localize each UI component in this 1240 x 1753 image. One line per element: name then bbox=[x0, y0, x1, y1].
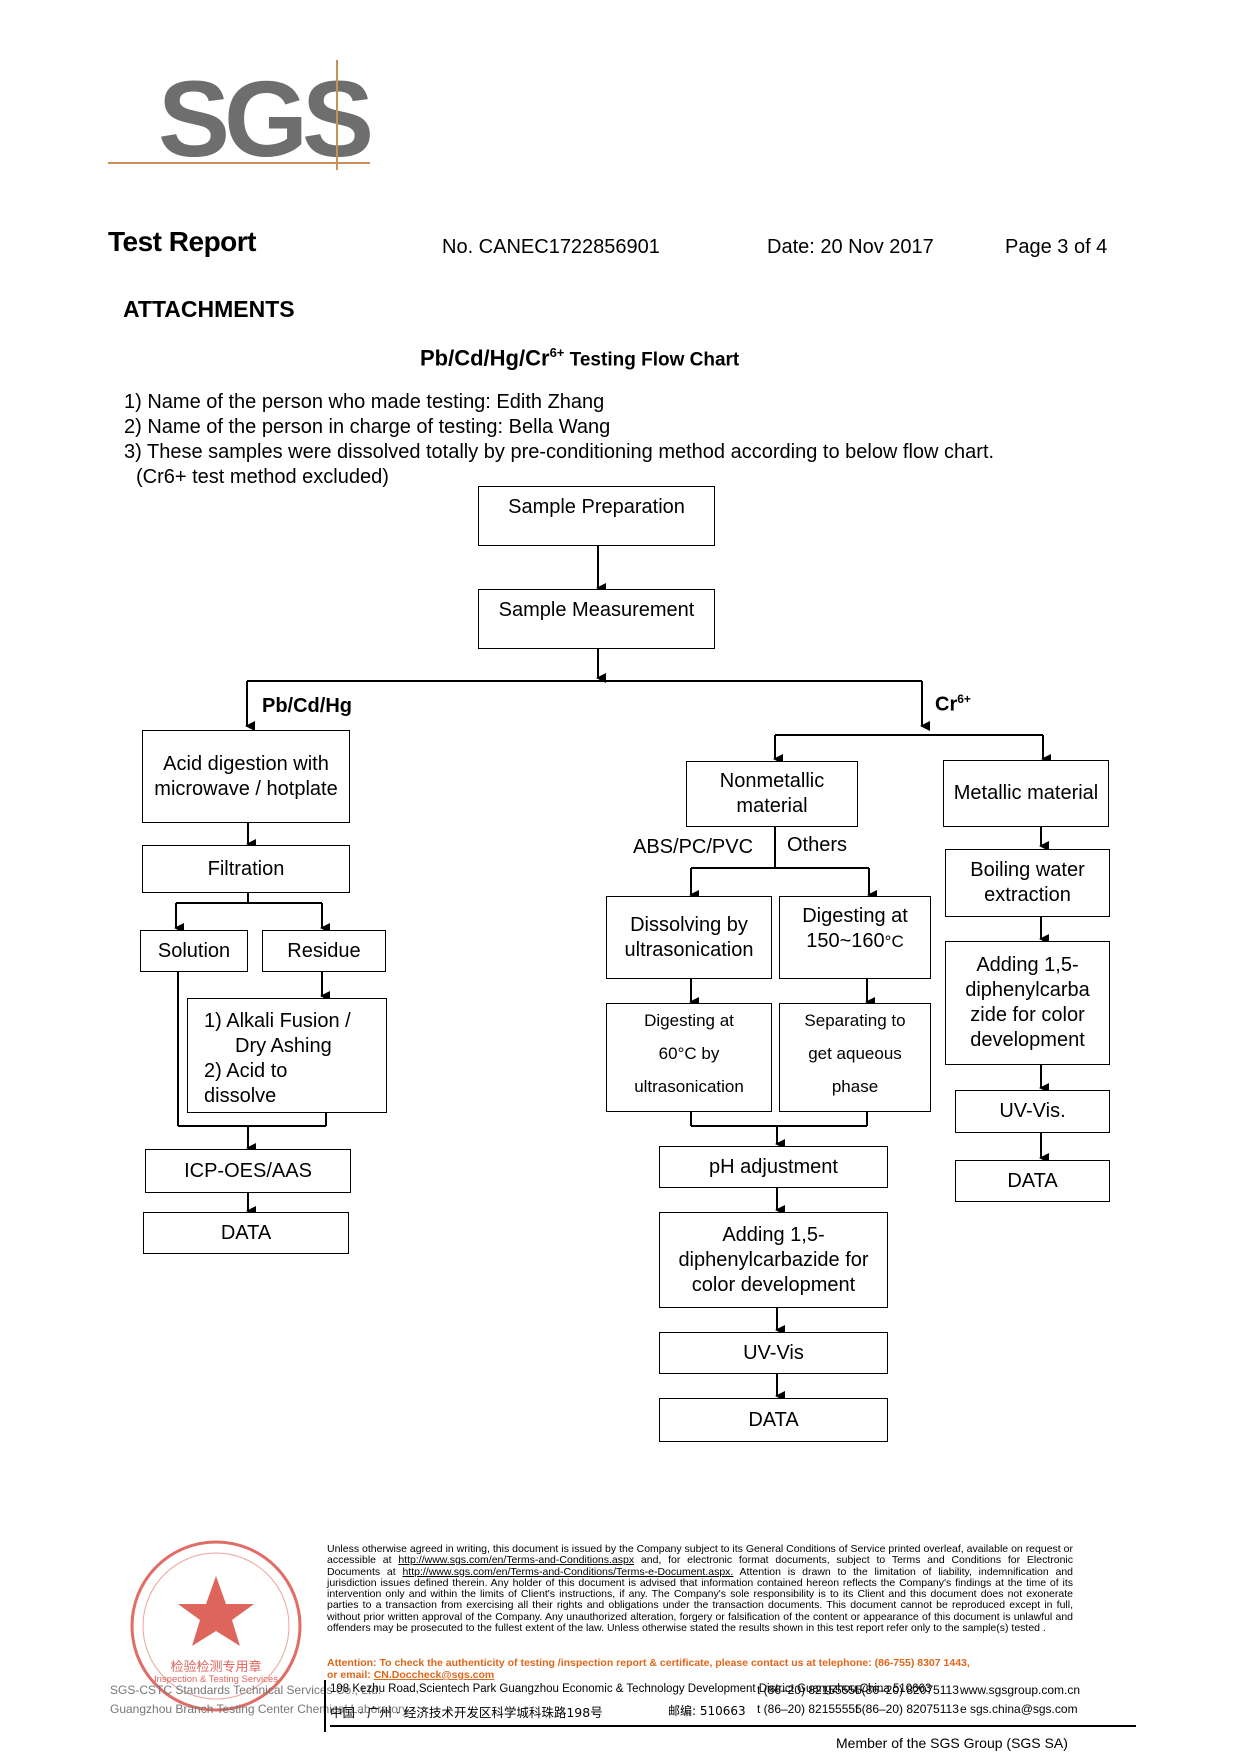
flow-chart-title-rest: Testing Flow Chart bbox=[564, 349, 740, 371]
report-title: Test Report bbox=[108, 226, 257, 257]
e-document-terms-link[interactable]: http://www.sgs.com/en/Terms-and-Conditio… bbox=[402, 1565, 734, 1578]
report-date: Date: 20 Nov 2017 bbox=[767, 236, 934, 258]
company-seal: 检验检测专用章 Inspection & Testing Services bbox=[128, 1538, 304, 1714]
data-right-box: DATA bbox=[955, 1160, 1110, 1202]
sample-measurement-box: Sample Measurement bbox=[478, 589, 715, 649]
logo-vertical-rule bbox=[336, 60, 338, 170]
separating-line-2: get aqueous bbox=[808, 1044, 902, 1063]
note-2: 2) Name of the person in charge of testi… bbox=[124, 416, 611, 438]
postcode-chinese: 邮编: 510663 bbox=[668, 1704, 746, 1718]
terms-link[interactable]: http://www.sgs.com/en/Terms-and-Conditio… bbox=[398, 1554, 635, 1567]
digesting-60-box: Digesting at 60°C by ultrasonication bbox=[606, 1003, 772, 1112]
footer-disclaimer: Unless otherwise agreed in writing, this… bbox=[327, 1543, 1074, 1635]
digesting-60-line-1: Digesting at bbox=[644, 1011, 734, 1030]
fax: f (86–20) 82075113 bbox=[855, 1683, 959, 1697]
uv-vis-middle-box: UV-Vis bbox=[659, 1332, 888, 1374]
address-english: 198 Kezhu Road,Scientech Park Guangzhou … bbox=[330, 1683, 932, 1695]
sgs-logo: SGS bbox=[108, 60, 374, 174]
alkali-fusion-line-2: Dry Ashing bbox=[235, 1035, 332, 1057]
seal-graphic bbox=[130, 1540, 302, 1712]
authenticity-attention: Attention: To check the authenticity of … bbox=[327, 1657, 970, 1669]
attachments-heading: ATTACHMENTS bbox=[123, 296, 295, 322]
seal-text-en: Inspection & Testing Services bbox=[154, 1674, 278, 1685]
boiling-water-extraction-box: Boiling water extraction bbox=[945, 849, 1110, 917]
solution-box: Solution bbox=[140, 930, 248, 972]
adding-diphenylcarbazide-right-box: Adding 1,5-diphenylcarba zide for color … bbox=[945, 941, 1110, 1065]
digesting-60-line-2: 60°C by bbox=[658, 1044, 720, 1063]
flow-chart-title-main: Pb/Cd/Hg/Cr bbox=[420, 345, 550, 371]
uv-vis-right-box: UV-Vis. bbox=[955, 1090, 1110, 1133]
sample-preparation-box: Sample Preparation bbox=[478, 486, 715, 546]
authenticity-email-line: or email: CN.Doccheck@sgs.com bbox=[327, 1669, 495, 1681]
report-number: No. CANEC1722856901 bbox=[442, 236, 660, 258]
nonmetallic-material-box: Nonmetallic material bbox=[686, 761, 858, 827]
branch-label-cr-text: Cr bbox=[935, 693, 958, 716]
digesting-150-line-2: 150~160°C bbox=[786, 929, 924, 954]
note-1: 1) Name of the person who made testing: … bbox=[124, 391, 605, 413]
sgs-logo-text: SGS bbox=[158, 58, 374, 179]
doccheck-email-link[interactable]: CN.Doccheck@sgs.com bbox=[373, 1669, 495, 1681]
separating-line-3: phase bbox=[831, 1077, 879, 1096]
disclaimer-part-2: and, for electronic format documents, su… bbox=[327, 1554, 1073, 1578]
adding-diphenylcarbazide-box: Adding 1,5-diphenylcarbazide for color d… bbox=[659, 1212, 888, 1308]
metallic-material-box: Metallic material bbox=[943, 760, 1109, 827]
note-3: 3) These samples were dissolved totally … bbox=[124, 441, 995, 463]
footer-bottom-rule bbox=[330, 1725, 1136, 1727]
footer-divider bbox=[324, 1680, 326, 1732]
residue-box: Residue bbox=[262, 930, 386, 972]
email-prefix: or email: bbox=[327, 1669, 374, 1681]
branch-label-cr-sup: 6+ bbox=[957, 692, 971, 706]
disclaimer-part-3: Attention is drawn to the limitation of … bbox=[327, 1565, 1074, 1635]
contact-email[interactable]: e sgs.china@sgs.com bbox=[960, 1702, 1078, 1716]
digesting-150-line-1: Digesting at bbox=[802, 905, 908, 927]
filtration-box: Filtration bbox=[142, 845, 350, 893]
company-name-line-2: Guangzhou Branch Testing Center Chemical… bbox=[110, 1702, 408, 1716]
dissolving-ultrasonication-box: Dissolving by ultrasonication bbox=[606, 896, 772, 979]
fax-cn: f (86–20) 82075113 bbox=[855, 1702, 959, 1716]
ph-adjustment-box: pH adjustment bbox=[659, 1146, 888, 1188]
acid-digestion-box: Acid digestion with microwave / hotplate bbox=[142, 730, 350, 823]
data-middle-box: DATA bbox=[659, 1398, 888, 1442]
digesting-150-box: Digesting at 150~160°C bbox=[779, 896, 931, 979]
separating-line-1: Separating to bbox=[804, 1011, 906, 1030]
digesting-60-line-3: ultrasonication bbox=[634, 1077, 744, 1096]
telephone: t (86–20) 82155555 bbox=[757, 1683, 862, 1697]
logo-underline bbox=[108, 162, 370, 164]
flow-chart-title: Pb/Cd/Hg/Cr6+ Testing Flow Chart bbox=[420, 345, 739, 371]
note-4: (Cr6+ test method excluded) bbox=[136, 466, 389, 488]
address-chinese: 中国 · 广州 · 经济技术开发区科学城科珠路198号 bbox=[330, 1705, 603, 1720]
alkali-fusion-box: 1) Alkali Fusion / Dry Ashing 2) Acid to… bbox=[187, 998, 387, 1113]
branch-label-pb-cd-hg: Pb/Cd/Hg bbox=[262, 695, 352, 717]
disclaimer-part-1: Unless otherwise agreed in writing, this… bbox=[327, 1543, 1073, 1567]
alkali-fusion-line-3: 2) Acid to bbox=[204, 1060, 288, 1082]
alkali-fusion-line-4: dissolve bbox=[204, 1085, 277, 1107]
sgs-group-membership: Member of the SGS Group (SGS SA) bbox=[836, 1735, 1068, 1751]
telephone-cn: t (86–20) 82155555 bbox=[757, 1702, 862, 1716]
company-name-line-1: SGS-CSTC Standards Technical Services Co… bbox=[110, 1683, 382, 1697]
separating-box: Separating to get aqueous phase bbox=[779, 1003, 931, 1112]
website[interactable]: www.sgsgroup.com.cn bbox=[960, 1683, 1081, 1697]
page-indicator: Page 3 of 4 bbox=[1005, 236, 1108, 258]
digesting-150-unit: °C bbox=[884, 932, 904, 951]
digesting-150-range: 150~160 bbox=[806, 930, 885, 952]
branch-label-cr6: Cr6+ bbox=[935, 692, 971, 717]
alkali-fusion-line-1: 1) Alkali Fusion / bbox=[204, 1010, 351, 1032]
seal-text-cn: 检验检测专用章 bbox=[170, 1660, 262, 1675]
abs-pc-pvc-label: ABS/PC/PVC bbox=[633, 836, 754, 858]
others-label: Others bbox=[787, 834, 848, 856]
icp-oes-aas-box: ICP-OES/AAS bbox=[145, 1149, 351, 1193]
flow-chart-title-sup: 6+ bbox=[549, 345, 565, 360]
data-left-box: DATA bbox=[143, 1212, 349, 1254]
